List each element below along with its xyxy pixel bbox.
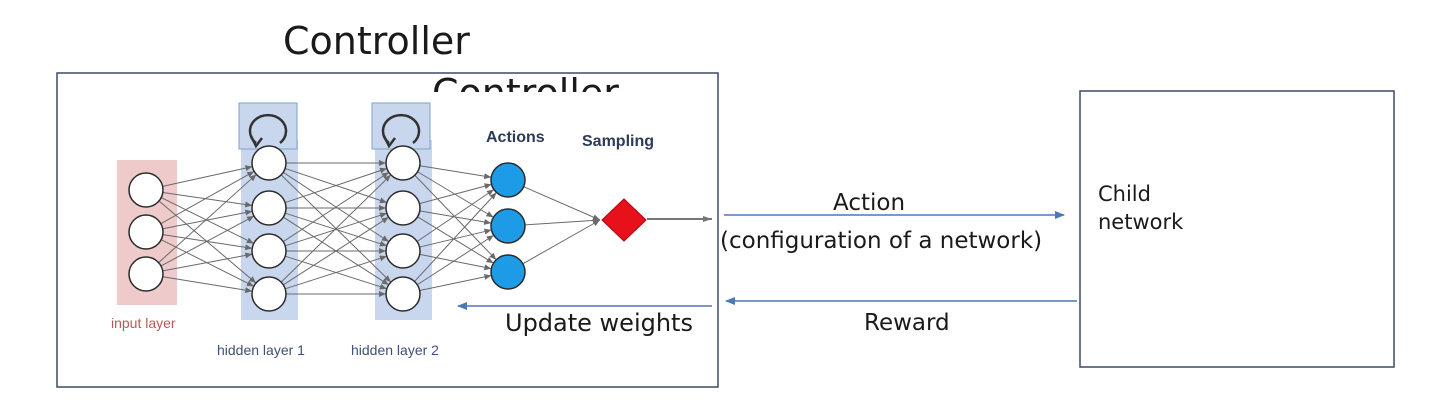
controller-title: Controller — [283, 19, 470, 63]
recurrent-loop-icon — [248, 113, 288, 149]
network-edge — [417, 216, 494, 264]
hidden-2-node — [385, 233, 421, 269]
action-node — [490, 208, 526, 244]
network-edge — [162, 209, 253, 230]
network-edge — [416, 234, 495, 286]
network-edge — [280, 174, 392, 283]
network-edge — [285, 212, 387, 247]
controller-ghost-title: Controller — [432, 70, 619, 92]
network-nodes — [128, 145, 526, 312]
network-edge — [283, 216, 389, 286]
action-node — [490, 162, 526, 198]
input-node — [128, 214, 164, 250]
hidden-1-node — [251, 190, 287, 226]
network-edge — [282, 171, 390, 243]
network-edges — [158, 160, 601, 297]
action-node — [490, 254, 526, 290]
input-node — [128, 172, 164, 208]
hidden-2-node — [385, 145, 421, 181]
network-edge — [419, 228, 492, 248]
network-edge — [419, 183, 492, 205]
action-label: Action — [833, 190, 906, 216]
recurrent-loop-icon — [381, 113, 421, 149]
actions-label: Actions — [486, 129, 545, 146]
network-edge — [160, 215, 255, 267]
network-edge — [284, 167, 388, 204]
child-network-box — [1079, 90, 1395, 368]
recurrent-box-2 — [371, 102, 431, 150]
network-edge — [285, 255, 387, 290]
sampling-edge — [522, 219, 601, 265]
hidden-2-node — [385, 276, 421, 312]
input-layer-label: input layer — [111, 315, 176, 331]
sampling-edge — [524, 217, 601, 226]
sampling-edge — [523, 186, 601, 221]
sampling-label: Sampling — [582, 133, 655, 150]
network-edge — [419, 210, 492, 225]
controller-box — [56, 72, 719, 388]
network-edge — [162, 191, 253, 208]
hidden-layer-1-label: hidden layer 1 — [217, 342, 305, 358]
network-edge — [158, 174, 257, 263]
network-edge — [416, 189, 495, 242]
update-weights-label: Update weights — [505, 309, 693, 337]
reward-label: Reward — [864, 310, 950, 336]
hidden-1-node — [251, 233, 287, 269]
network-edge — [162, 252, 253, 272]
network-edge — [162, 276, 253, 294]
hidden-2-node — [385, 190, 421, 226]
network-edge — [162, 165, 253, 187]
network-edge — [160, 170, 255, 225]
action-sublabel: (configuration of a network) — [720, 228, 1043, 254]
sampling-diamond — [601, 198, 647, 242]
network-edge — [419, 253, 492, 271]
recurrent-box-1 — [238, 102, 298, 150]
network-edge — [419, 165, 492, 180]
child-network-label: Child network — [1098, 182, 1184, 234]
network-edge — [419, 273, 492, 292]
hidden-layer-2-label: hidden layer 2 — [351, 342, 439, 358]
network-edge — [414, 192, 497, 282]
input-node — [128, 256, 164, 292]
hidden-1-node — [251, 145, 287, 181]
hidden-1-node — [251, 276, 287, 312]
